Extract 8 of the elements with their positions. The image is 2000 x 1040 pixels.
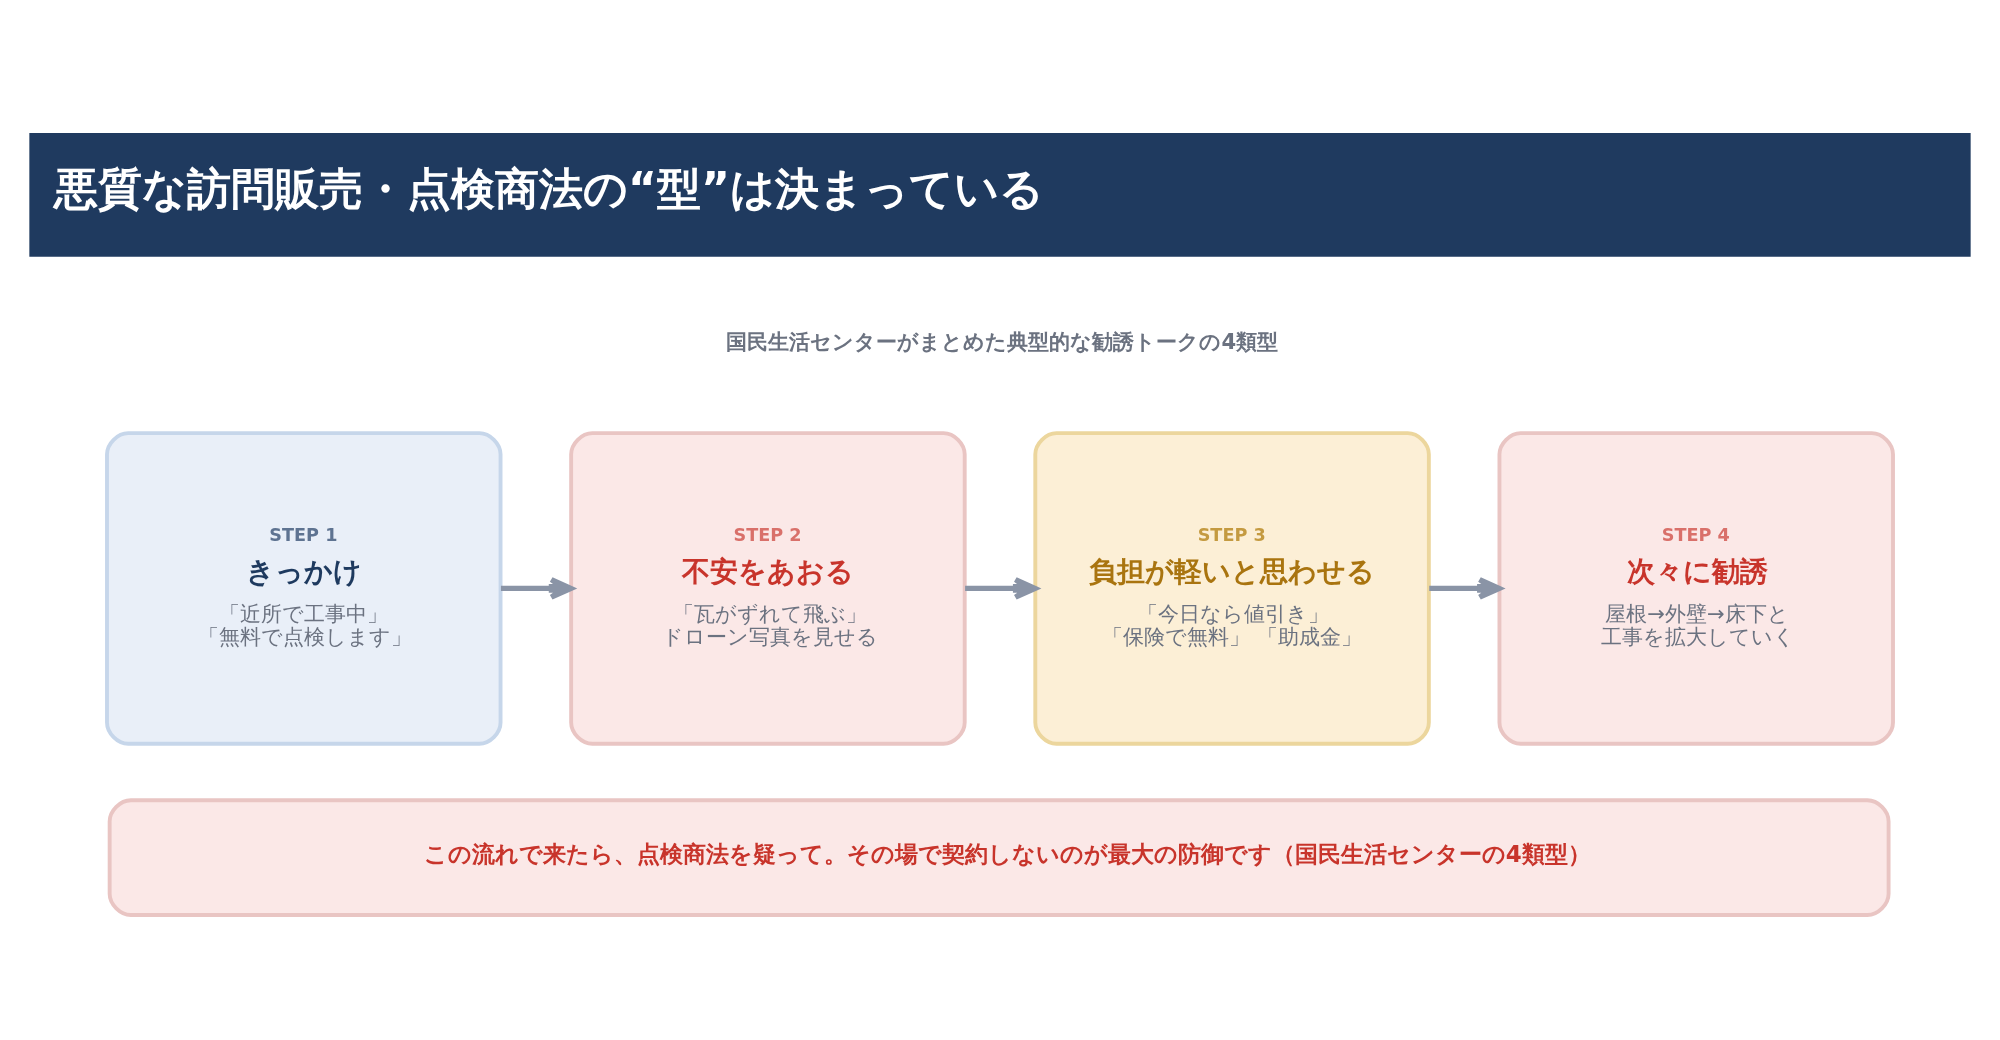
node-box: この流れで来たら、点検商法を疑って。その場で契約しないのが最大の防御です（国民生活センターの4類型） [107,797,1891,917]
node-box: STEP 1 きっかけ 「近所で工事中」「無料で点検します」 [105,430,503,746]
arrow [500,576,574,600]
label: 国民生活センターがまとめた典型的な勧誘トークの4類型 [726,328,1279,354]
node-box: STEP 4 次々に勧誘 屋根→外壁→床下と工事を拡大していく [1497,430,1895,746]
diagram-title: 悪質な訪問販売・点検商法の“型”は決まっている [54,162,1045,214]
node-box: STEP 2 不安をあおる 「瓦がずれて飛ぶ」ドローン写真を見せる [569,430,967,746]
node-box: STEP 3 負担が軽いと思わせる 「今日なら値引き」「保険で無料」 「助成金」 [1033,430,1431,746]
